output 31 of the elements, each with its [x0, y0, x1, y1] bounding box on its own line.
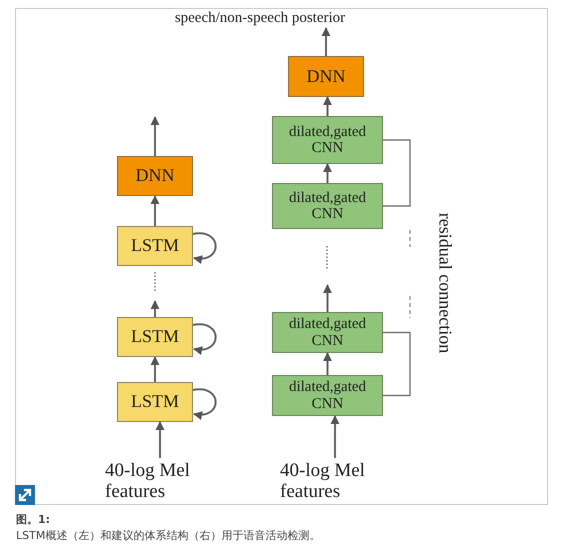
- dnn-box: DNN: [288, 56, 364, 97]
- arrow: [322, 27, 330, 56]
- arrow: [323, 163, 332, 183]
- cnn-box: dilated,gated CNN: [272, 116, 383, 164]
- cnn-box: dilated,gated CNN: [272, 375, 383, 416]
- arrow: [150, 116, 160, 156]
- cnn-box: dilated,gated CNN: [272, 183, 383, 229]
- lstm-box: LSTM: [117, 382, 193, 422]
- arrow: [330, 415, 340, 458]
- residual-connection-line: [383, 332, 411, 396]
- arrow: [150, 195, 160, 226]
- dnn-box: DNN: [117, 156, 193, 196]
- input-label: 40-log Mel features: [280, 458, 390, 506]
- side-label: residual connection: [434, 212, 456, 354]
- recurrent-loop-arrow: [192, 323, 217, 354]
- arrow: [323, 352, 332, 375]
- arrow: [156, 421, 164, 458]
- arrow: [150, 300, 160, 317]
- input-label: 40-log Mel features: [105, 458, 215, 506]
- residual-connection-line: [383, 139, 411, 207]
- lstm-box: LSTM: [117, 226, 193, 266]
- arrow: [323, 284, 332, 312]
- cnn-box: dilated,gated CNN: [272, 312, 383, 353]
- lstm-box: LSTM: [117, 317, 193, 357]
- arrow: [150, 356, 160, 382]
- figure-number: 图。1:: [16, 512, 50, 527]
- recurrent-loop-arrow: [192, 232, 217, 264]
- caption: LSTM概述（左）和建议的体系结构（右）用于语音活动检测。: [16, 528, 320, 543]
- recurrent-loop-arrow: [192, 388, 217, 420]
- output-label: speech/non-speech posterior: [140, 8, 380, 28]
- arrow: [323, 96, 332, 116]
